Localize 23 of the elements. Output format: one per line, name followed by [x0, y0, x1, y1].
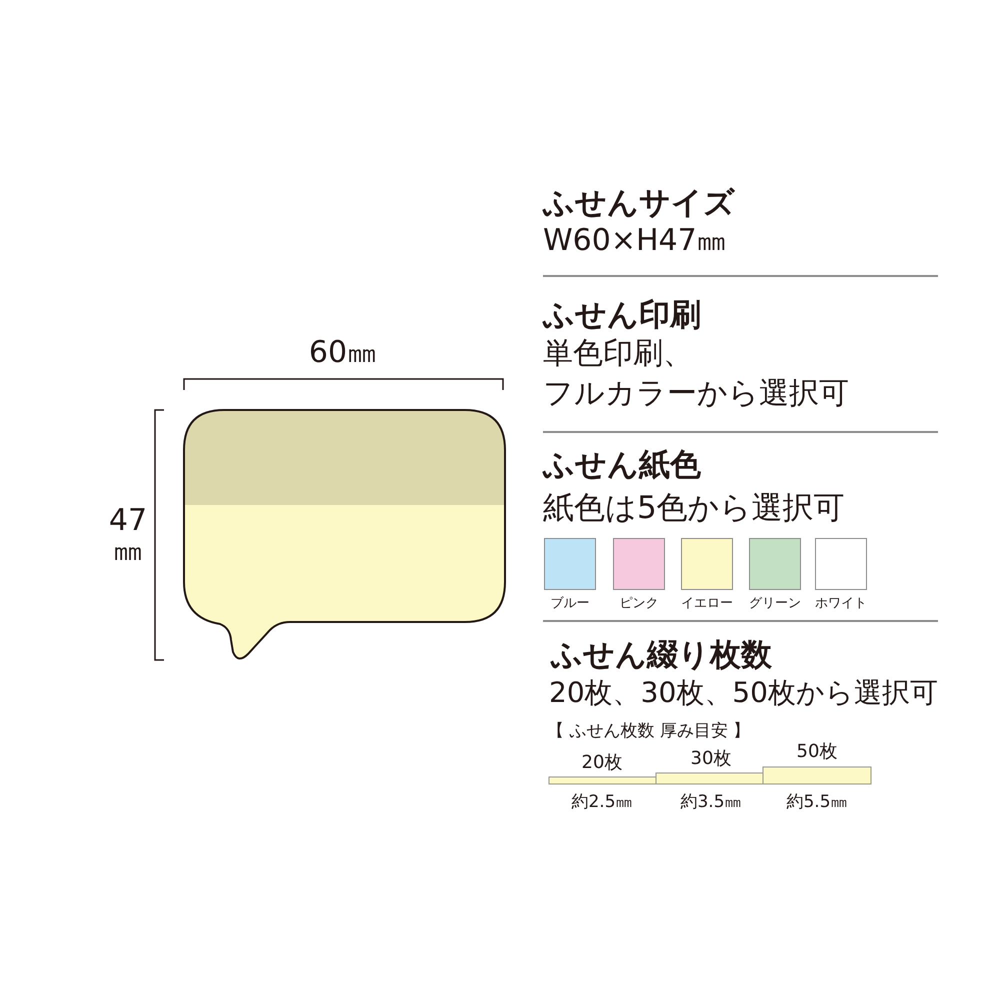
swatch-label: グリーン [749, 597, 801, 610]
body-text: 20枚、30枚、50枚から選択可 [549, 679, 938, 707]
thickness-label: 約5.5㎜ [786, 794, 848, 810]
body-text: 紙色は5色から選択可 [543, 492, 845, 524]
note-text: 【 ふせん枚数 厚み目安 】 [547, 722, 750, 740]
count-label: 20枚 [582, 754, 622, 772]
swatch-label: ピンク [620, 597, 658, 610]
count-label: 50枚 [796, 743, 838, 761]
swatch-label: ホワイト [815, 597, 867, 610]
count-label: 30枚 [690, 750, 732, 768]
body-text: 単色印刷、 [543, 339, 693, 369]
body-text: フルカラーから選択可 [543, 379, 849, 409]
dimension-label: 47㎜ [108, 506, 148, 566]
section-heading: ふせん印刷 [543, 300, 701, 330]
swatch-label: ブルー [550, 597, 590, 610]
section-heading: ふせん綴り枚数 [551, 640, 772, 670]
section-heading: ふせん紙色 [543, 450, 701, 480]
section-heading: ふせんサイズ [543, 188, 735, 218]
swatch-label: イエロー [681, 597, 733, 610]
dimension-label: 60㎜ [308, 338, 378, 368]
body-text: W60×H47㎜ [543, 226, 727, 256]
thickness-label: 約3.5㎜ [680, 794, 742, 810]
thickness-label: 約2.5㎜ [571, 794, 633, 810]
